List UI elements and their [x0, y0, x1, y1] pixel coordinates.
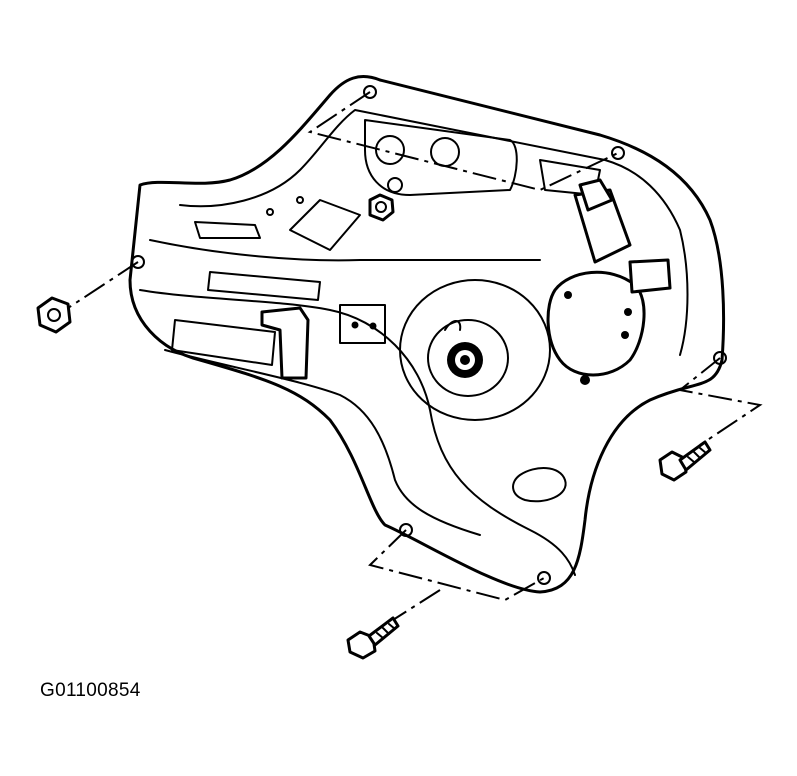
bottom-bolt — [346, 616, 400, 660]
regulator-panel — [128, 75, 726, 594]
small-plate — [339, 304, 386, 344]
left-nut — [36, 296, 72, 334]
upper-nut — [368, 193, 395, 222]
right-bolt — [658, 440, 712, 482]
regulator-motor — [546, 178, 672, 385]
bracket-tab — [260, 306, 310, 380]
lower-slot — [512, 467, 567, 503]
figure-code: G01100854 — [40, 680, 141, 701]
mounting-holes — [131, 85, 727, 585]
regulator-drum — [399, 279, 551, 421]
